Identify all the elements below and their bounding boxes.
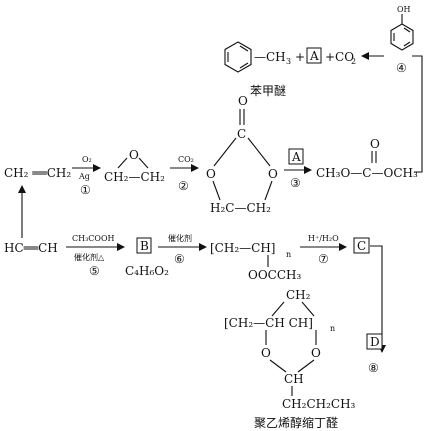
box-d (366, 333, 383, 350)
plus-co2-sub: 2 (351, 57, 356, 66)
acetylene: HC══CH (4, 241, 58, 255)
pvb-chain: [CH₂—CH CH] (224, 316, 313, 330)
plus-sign-1: + (295, 50, 305, 64)
step-3-label: ③ (290, 176, 301, 190)
anisole-benzene-ring (224, 41, 252, 73)
polymer-pvac: [CH₂—CH] (210, 241, 275, 255)
dmc: CH₃O—C—OCH₃ (316, 166, 418, 180)
pvb-o-left: O (261, 346, 271, 360)
box-a-top (306, 47, 322, 64)
plus-co2: +CO (325, 50, 354, 64)
box-a-top-label: A (309, 49, 319, 63)
epoxide-o: O (129, 148, 139, 162)
epoxide-bottom: CH₂—CH₂ (104, 170, 165, 184)
box-a-main-label: A (291, 150, 301, 164)
arrow-6-top: 催化剂 (168, 233, 192, 243)
pvb-bond-o-ch-left (269, 359, 287, 373)
pvb-n: n (330, 324, 335, 333)
anisole-tail: —CH (254, 50, 286, 64)
line-c-down (370, 245, 383, 338)
phenol-oh: OH (397, 5, 411, 14)
dmc-o: O (370, 137, 380, 151)
epoxide-bond-right (138, 157, 149, 169)
step-5-label: ⑤ (89, 264, 100, 278)
carbonate-bond-left (213, 137, 237, 167)
step-4-label: ④ (396, 61, 407, 75)
carbonate-o-left: O (206, 167, 216, 181)
formula-b: C₄H₆O₂ (125, 264, 169, 278)
pvb-ch: CH (284, 372, 304, 386)
carbonate-o-right: O (268, 167, 278, 181)
arrow-2-top: CO₂ (178, 155, 194, 164)
step-1-label: ① (80, 183, 91, 197)
feedback-line-dmc (412, 55, 423, 173)
box-c-label: C (357, 239, 366, 253)
arrow-1-bottom: Ag (78, 172, 90, 181)
carbonate-c: C (237, 127, 246, 141)
pvb-ch2: CH₂ (286, 288, 311, 302)
box-c (353, 237, 370, 254)
pvb-bond-top-left (271, 301, 285, 317)
polymer-pvac-n: n (286, 250, 291, 259)
pvb-bond-top-right (301, 301, 315, 317)
step-6-label: ⑥ (174, 252, 185, 266)
carbonate-bond-right (247, 137, 271, 167)
ethylene: CH₂ ══CH₂ (4, 166, 71, 180)
epoxide-bond-left (117, 157, 128, 169)
arrow-7-top: H⁺/H₂O (308, 234, 339, 243)
carbonate-ring-right (264, 180, 273, 201)
box-b-label: B (140, 239, 149, 253)
name-anisole: 苯甲醚 (250, 84, 286, 98)
arrow-5-bottom: 催化剂△ (74, 252, 105, 262)
box-b (136, 237, 152, 254)
step-2-label: ② (178, 179, 189, 193)
step-8-label: ⑧ (368, 361, 379, 375)
box-a-main (288, 148, 304, 165)
carbonate-bottom: H₂C—CH₂ (210, 201, 271, 215)
pvb-bond-o-ch-right (297, 359, 315, 373)
polymer-pvac-side: OOCCH₃ (248, 268, 302, 282)
box-d-label: D (370, 335, 380, 349)
anisole-tail-sub: 3 (286, 57, 291, 66)
pvb-o-right: O (311, 346, 321, 360)
arrow-5-top: CH₃COOH (72, 234, 115, 243)
arrow-1-top: O₂ (82, 155, 92, 164)
carbonate-exo-o: O (238, 94, 248, 108)
carbonate-ring-left (212, 180, 221, 201)
pvb-tail: CH₂CH₂CH₃ (282, 397, 356, 411)
step-7-label: ⑦ (318, 252, 329, 266)
name-pvb: 聚乙烯醇缩丁醛 (254, 415, 338, 430)
phenol-benzene-ring (390, 23, 414, 51)
